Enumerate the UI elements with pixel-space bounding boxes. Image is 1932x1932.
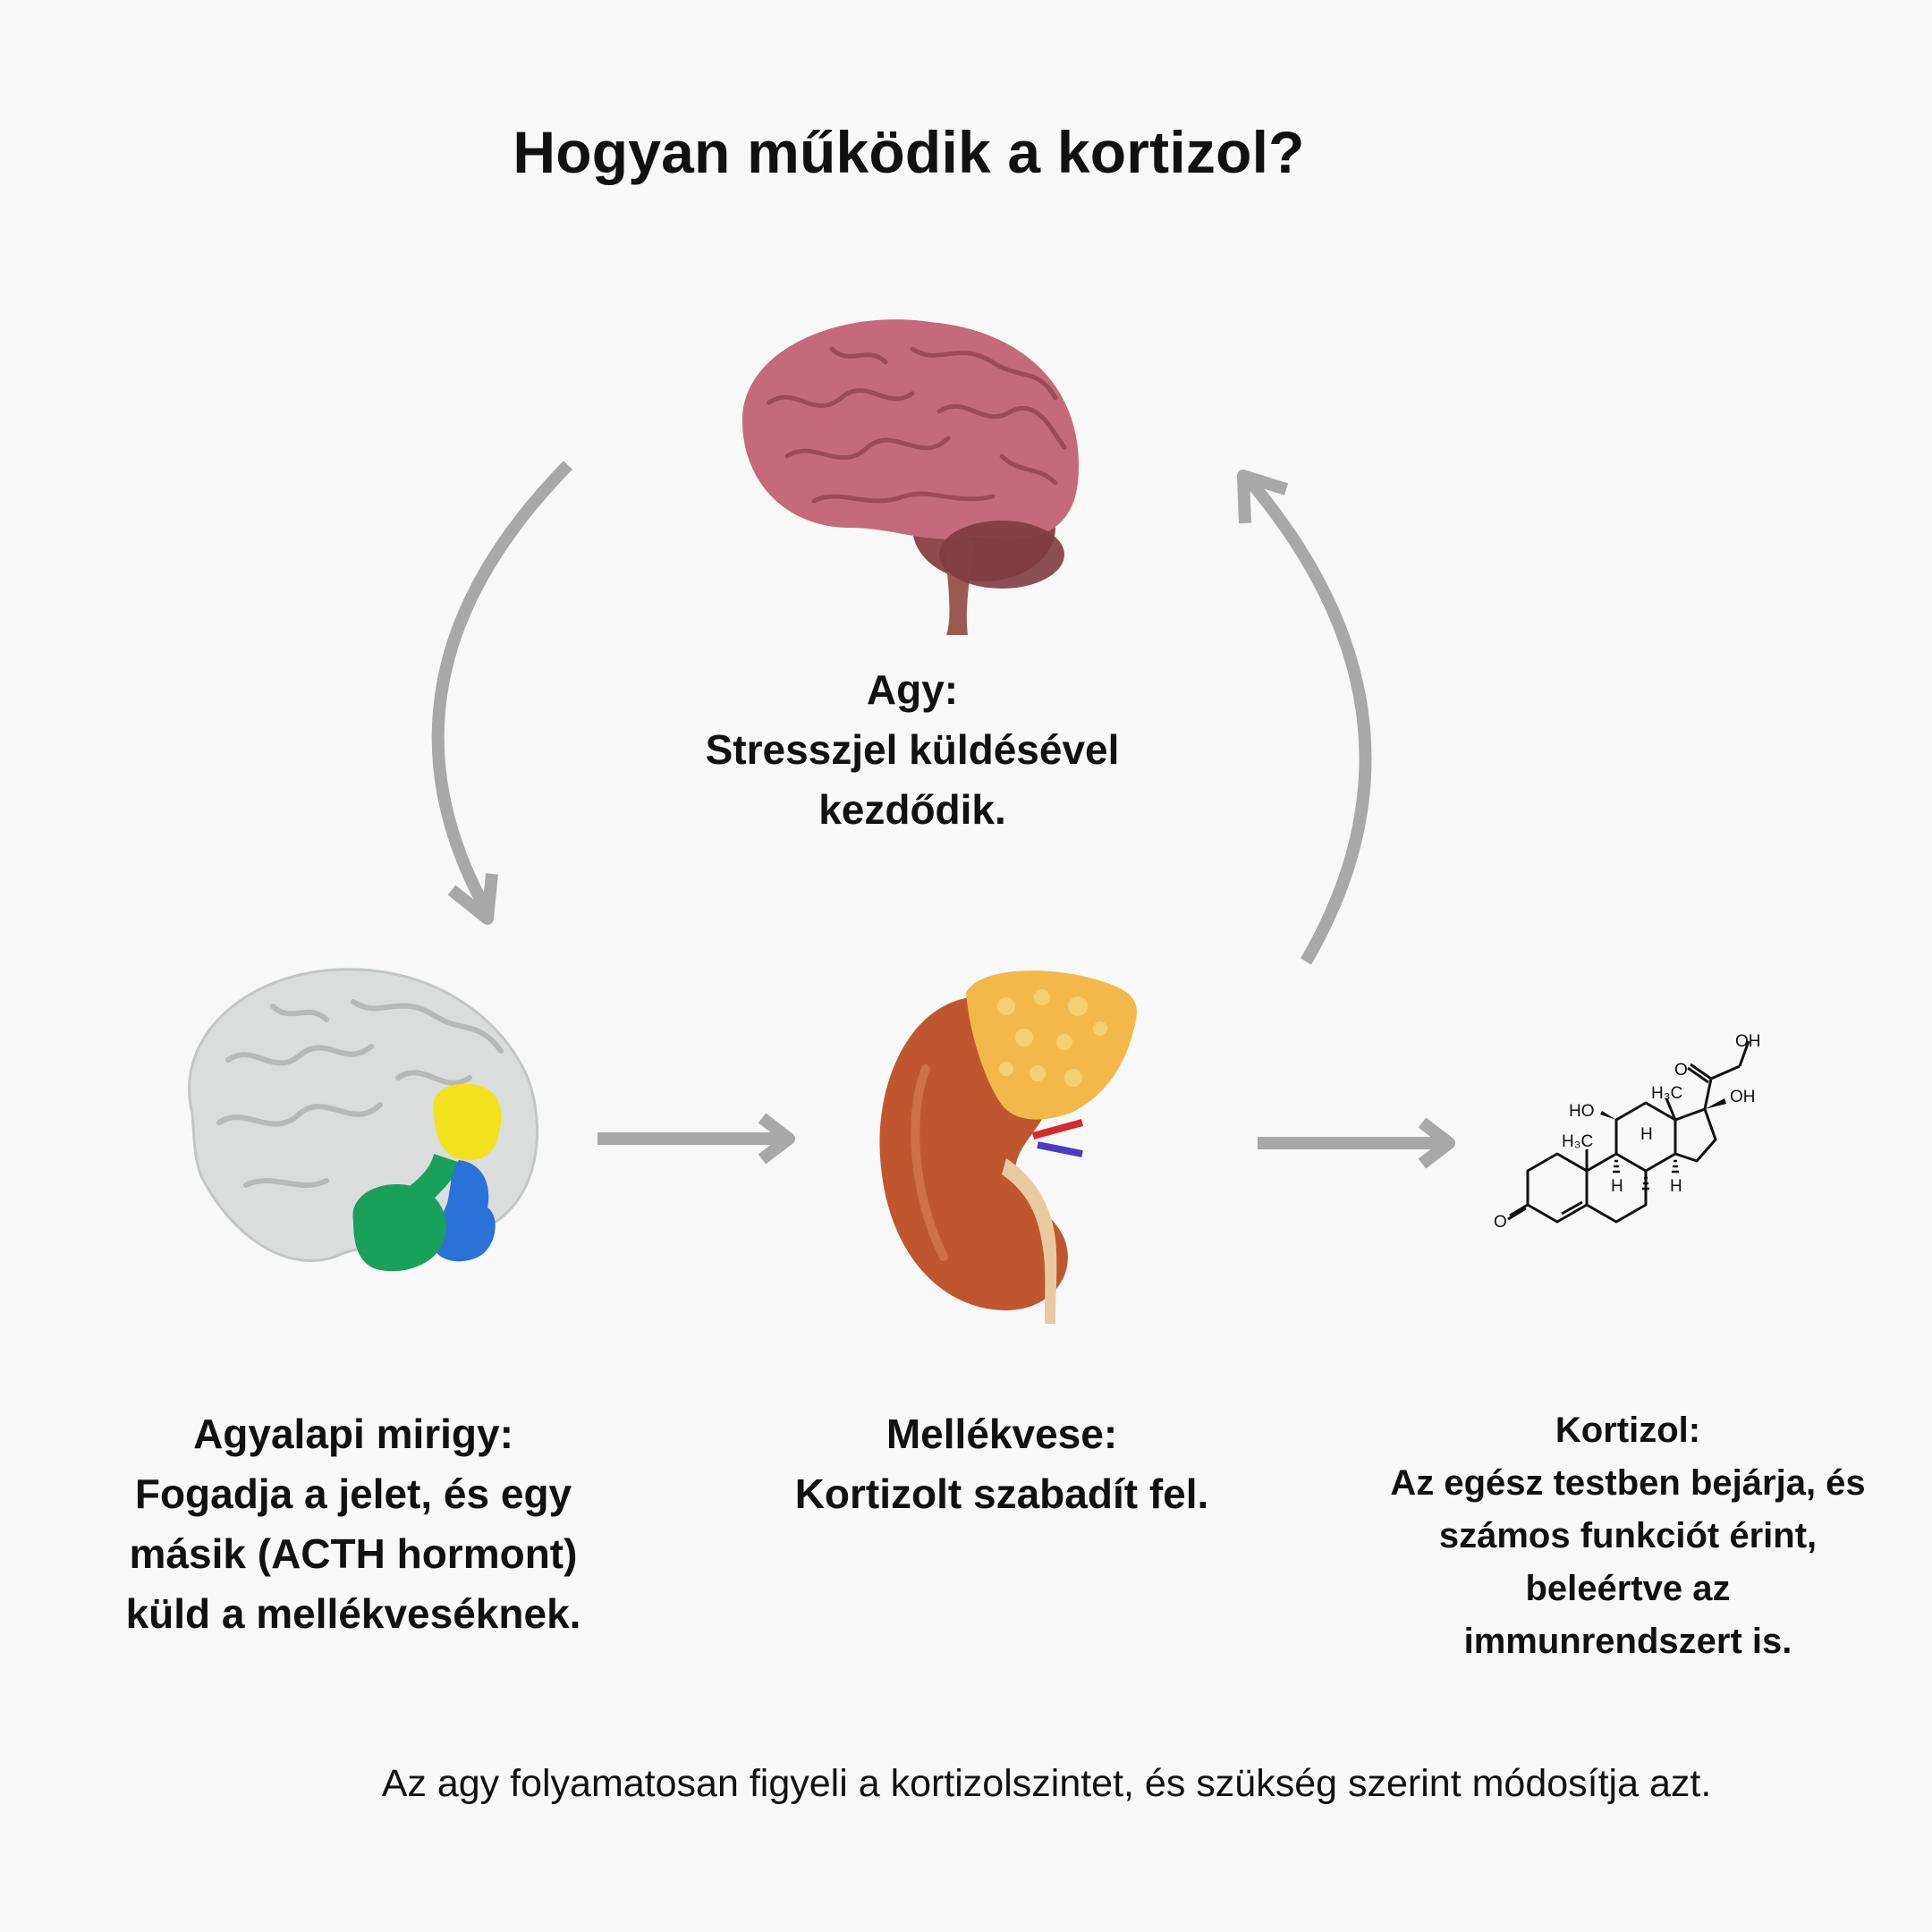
brain-line-2: kezdődik. — [818, 786, 1006, 833]
pituitary-line-2: másik (ACTH hormont) — [129, 1530, 578, 1577]
cortisol-heading: Kortizol: — [1555, 1411, 1701, 1450]
cortisol-label: Kortizol: Az egész testben bejárja, és s… — [1342, 1404, 1914, 1668]
pituitary-label: Agyalapi mirigy: Fogadja a jelet, és egy… — [89, 1404, 617, 1644]
mol-o-keto: O — [1674, 1061, 1688, 1080]
adrenal-line-1: Kortizolt szabadít fel. — [794, 1470, 1209, 1517]
brain-label: Agy: Stresszjel küldésével kezdődik. — [626, 660, 1199, 840]
pituitary-line-1: Fogadja a jelet, és egy — [134, 1470, 572, 1517]
adrenal-heading: Mellékvese: — [886, 1411, 1118, 1457]
cortisol-line-2: számos funkciót érint, — [1438, 1516, 1818, 1555]
arrowhead-adrenal-to-cortisol — [1418, 1117, 1455, 1169]
green-part-shape — [352, 1184, 446, 1272]
arrowhead-cortisol-to-brain — [1237, 470, 1289, 524]
mol-oh-17: OH — [1730, 1088, 1756, 1106]
adrenal-label: Mellékvese: Kortizolt szabadít fel. — [733, 1404, 1270, 1524]
brain-heading: Agy: — [866, 666, 959, 713]
cerebrum-shape — [742, 319, 1080, 540]
wedge-11-ho — [1600, 1111, 1616, 1120]
cortisol-line-1: Az egész testben bejárja, és — [1390, 1463, 1866, 1503]
ureter-shape — [1002, 1158, 1057, 1324]
wedge-17-oh — [1705, 1098, 1726, 1109]
footer-note: Az agy folyamatosan figyeli a kortizolsz… — [381, 1762, 1712, 1805]
arrow-cortisol-to-brain — [1242, 474, 1372, 965]
arrow-brain-to-pituitary — [431, 461, 573, 916]
arrowhead-pituitary-to-adrenal — [758, 1113, 795, 1165]
arrowhead-brain-to-pituitary — [447, 873, 498, 925]
mol-h-8: H — [1611, 1177, 1623, 1196]
mol-ho-11: HO — [1569, 1102, 1595, 1121]
yellow-part-shape — [433, 1083, 502, 1161]
cortisol-line-4: immunrendszert is. — [1463, 1622, 1792, 1661]
blue-part-shape — [432, 1160, 496, 1262]
mol-h-14: H — [1670, 1177, 1682, 1196]
cerebellum-shape — [939, 521, 1064, 589]
kidney-adrenal-illustration — [879, 970, 1137, 1324]
cortisol-molecule-diagram: OH O H₃C OH HO H₃C H H H O — [1494, 1032, 1761, 1232]
pituitary-line-3: küld a mellékveséknek. — [125, 1590, 581, 1637]
mol-h3c-lower: H₃C — [1562, 1132, 1593, 1151]
mol-h-9: H — [1640, 1125, 1653, 1144]
mol-o-3: O — [1494, 1213, 1507, 1232]
pituitary-heading: Agyalapi mirigy: — [193, 1411, 513, 1457]
mol-h3c-upper: H₃C — [1651, 1084, 1682, 1103]
mol-oh-top: OH — [1735, 1032, 1761, 1051]
cortisol-line-3: beleértve az — [1525, 1569, 1731, 1608]
brain-illustration — [742, 319, 1080, 635]
brain-line-1: Stresszjel küldésével — [705, 726, 1120, 773]
page-title: Hogyan működik a kortizol? — [513, 119, 1305, 185]
pituitary-model-illustration — [188, 968, 538, 1272]
